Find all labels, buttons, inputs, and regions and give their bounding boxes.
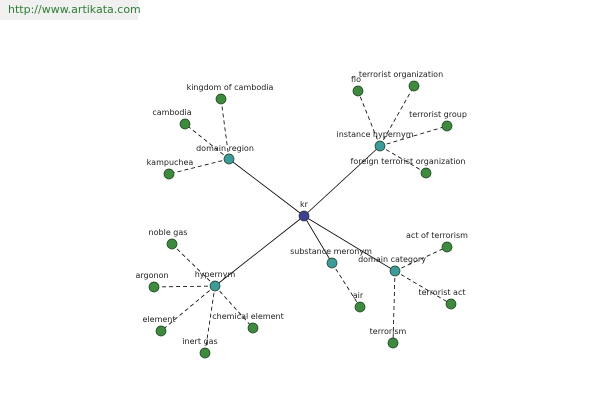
edge-domain-category-terrorist-act [394, 270, 452, 305]
relation-node-marker[interactable] [223, 153, 235, 165]
leaf-node-terrorism[interactable]: terrorism [370, 327, 407, 349]
leaf-node-marker[interactable] [155, 325, 167, 337]
leaf-node-marker[interactable] [163, 168, 175, 180]
leaf-node-foreign-terrorist-organization[interactable]: foreign terrorist organization [351, 157, 466, 179]
center-node-marker[interactable] [298, 210, 310, 222]
relation-node-domain-category[interactable]: domain category [358, 255, 426, 277]
leaf-node-label: element [143, 315, 176, 324]
leaf-node-label: kingdom of cambodia [187, 83, 274, 92]
edge-instance-hypernym-terrorist-group [379, 125, 448, 147]
relation-node-label: domain region [196, 144, 254, 153]
leaf-node-marker[interactable] [215, 93, 227, 105]
leaf-node-label: noble gas [149, 228, 188, 237]
edge-hypernym-inert-gas [204, 285, 216, 354]
leaf-node-marker[interactable] [441, 120, 453, 132]
edge-center-domain-region [228, 158, 305, 217]
edge-hypernym-noble-gas [171, 243, 216, 287]
edge-domain-category-act-of-terrorism [394, 246, 448, 272]
leaf-node-inert-gas[interactable]: inert gas [182, 337, 218, 359]
relation-node-marker[interactable] [374, 140, 386, 152]
leaf-node-label: terrorism [370, 327, 407, 336]
relation-node-marker[interactable] [389, 265, 401, 277]
leaf-node-marker[interactable] [148, 281, 160, 293]
leaf-node-marker[interactable] [420, 167, 432, 179]
edge-center-hypernym [214, 215, 305, 287]
edge-domain-region-kampuchea [168, 158, 230, 175]
edge-instance-hypernym-foreign-terrorist-organization [379, 145, 427, 174]
leaf-node-argonon[interactable]: argonon [135, 271, 169, 293]
nodes: kingdom of cambodiacambodiakampucheaflot… [135, 70, 468, 359]
relation-node-substance-meronym[interactable]: substance meronym [290, 247, 372, 269]
leaf-node-chemical-element[interactable]: chemical element [212, 312, 284, 334]
edge-instance-hypernym-flo [357, 90, 381, 147]
leaf-node-label: cambodia [152, 108, 191, 117]
leaf-node-label: kampuchea [147, 158, 194, 167]
leaf-node-noble-gas[interactable]: noble gas [149, 228, 188, 250]
edge-domain-region-kingdom-of-cambodia [220, 98, 230, 160]
relation-node-marker[interactable] [209, 280, 221, 292]
leaf-node-label: terrorist organization [359, 70, 443, 79]
leaf-node-element[interactable]: element [143, 315, 176, 337]
relation-node-label: instance hypernym [337, 130, 414, 139]
edge-domain-region-cambodia [184, 123, 230, 160]
relation-node-instance-hypernym[interactable]: instance hypernym [337, 130, 414, 152]
leaf-node-label: argonon [135, 271, 168, 280]
leaf-node-marker[interactable] [408, 80, 420, 92]
relation-node-label: substance meronym [290, 247, 372, 256]
source-url[interactable]: http://www.artikata.com [0, 0, 141, 20]
leaf-node-air[interactable]: air [353, 291, 366, 313]
leaf-node-marker[interactable] [441, 241, 453, 253]
leaf-node-marker[interactable] [166, 238, 178, 250]
relation-node-hypernym[interactable]: hypernym [195, 270, 236, 292]
relation-node-domain-region[interactable]: domain region [196, 144, 254, 165]
leaf-node-terrorist-group[interactable]: terrorist group [409, 110, 467, 132]
leaf-node-label: act of terrorism [406, 231, 468, 240]
leaf-node-label: terrorist group [409, 110, 467, 119]
relation-node-label: domain category [358, 255, 426, 264]
leaf-node-terrorist-organization[interactable]: terrorist organization [359, 70, 443, 92]
leaf-node-act-of-terrorism[interactable]: act of terrorism [406, 231, 468, 253]
leaf-node-label: air [353, 291, 364, 300]
leaf-node-marker[interactable] [387, 337, 399, 349]
center-node-label: kr [300, 200, 309, 209]
edge-hypernym-argonon [153, 285, 216, 288]
edge-substance-meronym-air [331, 262, 361, 308]
edge-center-domain-category [303, 215, 396, 272]
leaf-node-kampuchea[interactable]: kampuchea [147, 158, 194, 180]
leaf-node-label: inert gas [182, 337, 217, 346]
leaf-node-marker[interactable] [199, 347, 211, 359]
edges [153, 85, 452, 354]
edge-domain-category-terrorism [392, 270, 396, 344]
edge-center-substance-meronym [303, 215, 333, 264]
edge-instance-hypernym-terrorist-organization [379, 85, 415, 147]
leaf-node-flo[interactable]: flo [351, 75, 364, 97]
leaf-node-terrorist-act[interactable]: terrorist act [418, 288, 466, 310]
edge-hypernym-chemical-element [214, 285, 254, 329]
center-node-kr[interactable]: kr [298, 200, 310, 222]
leaf-node-marker[interactable] [354, 301, 366, 313]
leaf-node-label: terrorist act [418, 288, 465, 297]
leaf-node-label: chemical element [212, 312, 283, 321]
leaf-node-label: foreign terrorist organization [351, 157, 466, 166]
edge-hypernym-element [160, 285, 216, 332]
leaf-node-kingdom-of-cambodia[interactable]: kingdom of cambodia [187, 83, 274, 105]
leaf-node-cambodia[interactable]: cambodia [152, 108, 192, 130]
leaf-node-marker[interactable] [247, 322, 259, 334]
leaf-node-marker[interactable] [179, 118, 191, 130]
leaf-node-marker[interactable] [352, 85, 364, 97]
relation-node-marker[interactable] [326, 257, 338, 269]
leaf-node-label: flo [351, 75, 361, 84]
edge-center-instance-hypernym [303, 145, 381, 217]
leaf-node-marker[interactable] [445, 298, 457, 310]
relation-node-label: hypernym [195, 270, 236, 279]
